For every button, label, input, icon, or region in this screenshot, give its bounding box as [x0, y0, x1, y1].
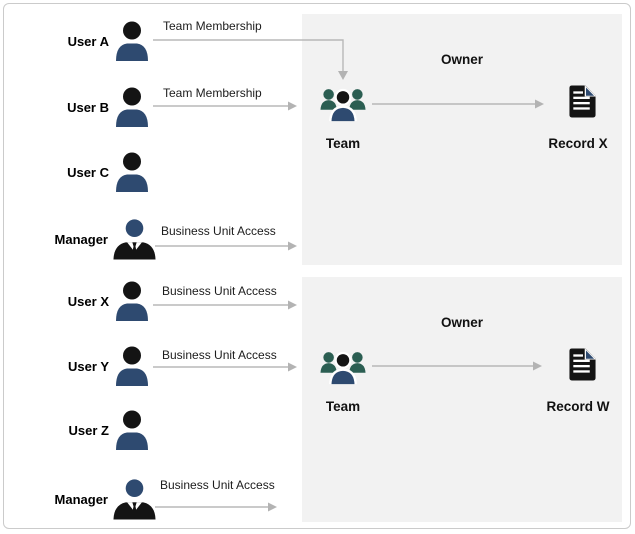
diagram-frame — [3, 3, 631, 529]
user-row-user-c: User C — [20, 152, 151, 192]
connector-label-manager-1: Business Unit Access — [161, 224, 276, 238]
user-name-label: User X — [67, 293, 109, 309]
connector-label-manager-2: Business Unit Access — [160, 478, 275, 492]
user-name-label: User A — [67, 33, 109, 49]
user-row-user-b: User B — [20, 87, 151, 127]
connector-label-user-x: Business Unit Access — [162, 284, 277, 298]
user-row-manager-1: Manager — [20, 218, 157, 260]
user-icon — [113, 281, 151, 321]
team-icon — [320, 349, 366, 385]
user-icon — [113, 21, 151, 61]
manager-icon — [112, 478, 157, 520]
record-icon — [568, 348, 597, 381]
connector-label-user-b: Team Membership — [163, 86, 262, 100]
user-icon — [113, 346, 151, 386]
team-icon — [320, 86, 366, 122]
user-name-label: User Y — [68, 358, 109, 374]
record-label: Record W — [546, 399, 610, 414]
owner-label: Owner — [440, 315, 483, 330]
user-icon — [113, 152, 151, 192]
team-2-owner-box: Owner Team Record W — [302, 277, 622, 522]
user-row-manager-2: Manager — [20, 478, 157, 520]
user-name-label: Manager — [54, 231, 108, 247]
user-name-label: Manager — [54, 491, 108, 507]
team-1-owner-box: Owner Team Record X — [302, 14, 622, 265]
user-name-label: User C — [67, 164, 109, 180]
user-row-user-y: User Y — [20, 346, 151, 386]
user-row-user-a: User A — [20, 21, 151, 61]
user-name-label: User Z — [68, 422, 109, 438]
owner-label: Owner — [440, 52, 483, 67]
record-label: Record X — [548, 136, 608, 151]
user-name-label: User B — [67, 99, 109, 115]
record-icon — [568, 85, 597, 118]
manager-icon — [112, 218, 157, 260]
user-icon — [113, 87, 151, 127]
user-icon — [113, 410, 151, 450]
team-label: Team — [325, 399, 361, 414]
user-row-user-z: User Z — [20, 410, 151, 450]
team-label: Team — [325, 136, 361, 151]
connector-label-user-a: Team Membership — [163, 19, 262, 33]
user-row-user-x: User X — [20, 281, 151, 321]
connector-label-user-y: Business Unit Access — [162, 348, 277, 362]
